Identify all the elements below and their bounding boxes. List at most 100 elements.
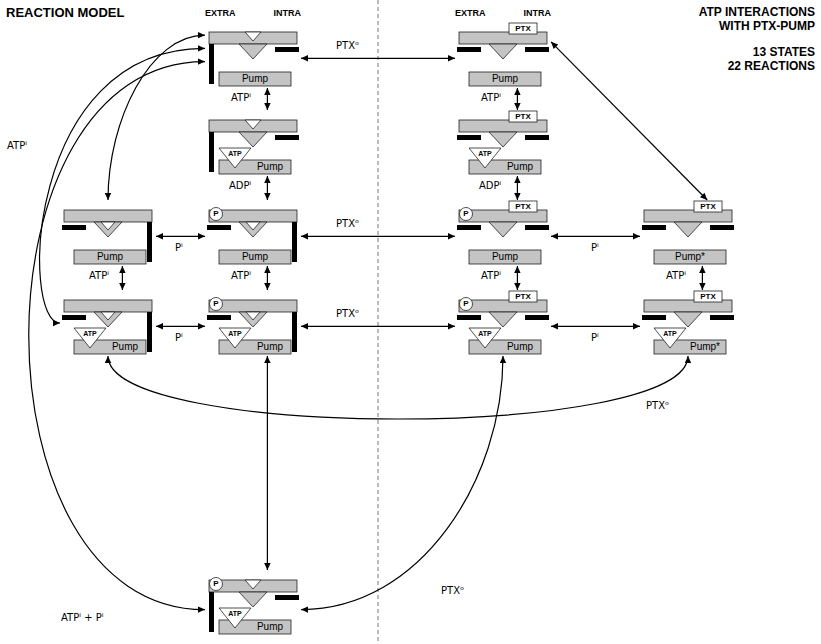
pump-part	[219, 328, 251, 348]
pump-part	[509, 291, 537, 302]
reaction-arrow	[301, 55, 455, 61]
pump-part	[245, 580, 261, 589]
state-label: P	[210, 208, 223, 221]
arrow-head	[198, 233, 205, 239]
state-text: ATP	[83, 330, 96, 337]
reaction-label: ATPⁱ	[6, 140, 28, 152]
state-label: PTX	[509, 201, 537, 212]
pump-part	[460, 208, 473, 221]
header-label: INTRA	[274, 8, 302, 18]
state-label: ATP	[221, 608, 249, 618]
pump-part	[642, 315, 666, 320]
state-text: PTX	[515, 113, 531, 121]
reaction-arrow	[551, 323, 640, 329]
state-label: PTX	[694, 201, 722, 212]
reaction-arrow	[156, 233, 205, 239]
pump-part	[207, 315, 231, 320]
state-label: PTX	[694, 291, 722, 302]
state-label: P	[460, 208, 473, 221]
pump-part	[246, 312, 260, 320]
pump-part	[469, 250, 541, 264]
pump-part	[219, 148, 251, 168]
pump-part	[654, 250, 726, 264]
reaction-line	[551, 236, 640, 237]
pump-illustration	[455, 110, 551, 176]
state-label: Pump	[219, 72, 291, 86]
reaction-arrow	[301, 356, 506, 613]
state-text: Pump	[257, 342, 283, 352]
reaction-line	[301, 326, 455, 327]
pump-part	[710, 315, 734, 320]
pump-part	[525, 47, 549, 52]
pump-state: PPTXPump	[455, 200, 551, 266]
reaction-arrow	[301, 233, 455, 239]
pump-illustration	[205, 570, 301, 636]
pump-part	[710, 225, 734, 230]
state-label: Pump*	[684, 340, 726, 354]
reaction-label: ADPⁱ	[228, 180, 252, 192]
state-text: Pump	[97, 252, 123, 262]
arrow-head	[264, 283, 270, 290]
pump-part	[525, 135, 549, 140]
pump-part	[469, 148, 501, 168]
state-text: ATP	[228, 150, 241, 157]
state-text: Pump	[507, 162, 533, 172]
reaction-arrow	[156, 323, 205, 329]
reaction-label: ATPⁱ	[230, 92, 252, 104]
state-text: PTX	[515, 203, 531, 211]
pump-part	[457, 47, 481, 52]
state-text: PTX	[700, 203, 716, 211]
reaction-label: PTXᵒ	[645, 400, 670, 412]
pump-part	[489, 132, 517, 147]
header-label: 13 STATES	[753, 46, 815, 60]
pump-part	[64, 300, 152, 312]
state-label: Pump	[104, 340, 146, 354]
arrow-head	[700, 193, 707, 200]
reaction-label: PTXᵒ	[440, 585, 465, 597]
arrow-head	[448, 233, 455, 239]
pump-part	[74, 328, 106, 348]
reaction-label: PTXᵒ	[335, 218, 360, 230]
pump-part	[209, 132, 214, 172]
pump-part	[219, 72, 291, 86]
pump-state: PPTXATPPump	[455, 290, 551, 356]
arrow-head	[448, 323, 455, 329]
reaction-label: ATPⁱ	[88, 270, 110, 282]
state-text: P	[213, 300, 218, 308]
state-text: ATP	[663, 330, 676, 337]
reaction-arrow	[514, 266, 520, 290]
divider-line	[378, 0, 379, 644]
arrow-head	[156, 323, 163, 329]
state-label: PTX	[509, 111, 537, 122]
pump-illustration	[205, 290, 301, 356]
reaction-line	[301, 58, 455, 59]
arrow-head	[264, 356, 270, 363]
pump-state: Pump	[205, 22, 301, 88]
arrow-head	[551, 323, 558, 329]
pump-state: Pump	[60, 200, 156, 266]
arrow-head	[514, 88, 520, 95]
state-label: P	[210, 578, 223, 591]
pump-state: PPump	[205, 200, 301, 266]
pump-part	[694, 291, 722, 302]
reaction-arrow	[264, 356, 270, 570]
arrow-head	[301, 55, 308, 61]
reaction-arrow	[514, 88, 520, 110]
reaction-line	[301, 356, 503, 610]
state-text: ATP	[478, 150, 491, 157]
pump-illustration	[60, 290, 156, 356]
reaction-label: ATPⁱ	[480, 92, 502, 104]
state-label: Pump*	[654, 250, 726, 264]
header-label: 22 REACTIONS	[728, 60, 815, 74]
pump-state: PTX ATP Pump	[455, 110, 551, 176]
state-text: Pump	[257, 162, 283, 172]
state-label: Pump	[469, 72, 541, 86]
reaction-line	[29, 62, 205, 610]
pump-part	[210, 578, 223, 591]
pump-part	[101, 312, 115, 320]
pump-state: PTXPump	[455, 22, 551, 88]
state-label: Pump	[249, 620, 291, 634]
arrow-head	[264, 563, 270, 570]
reaction-arrow	[40, 45, 205, 326]
